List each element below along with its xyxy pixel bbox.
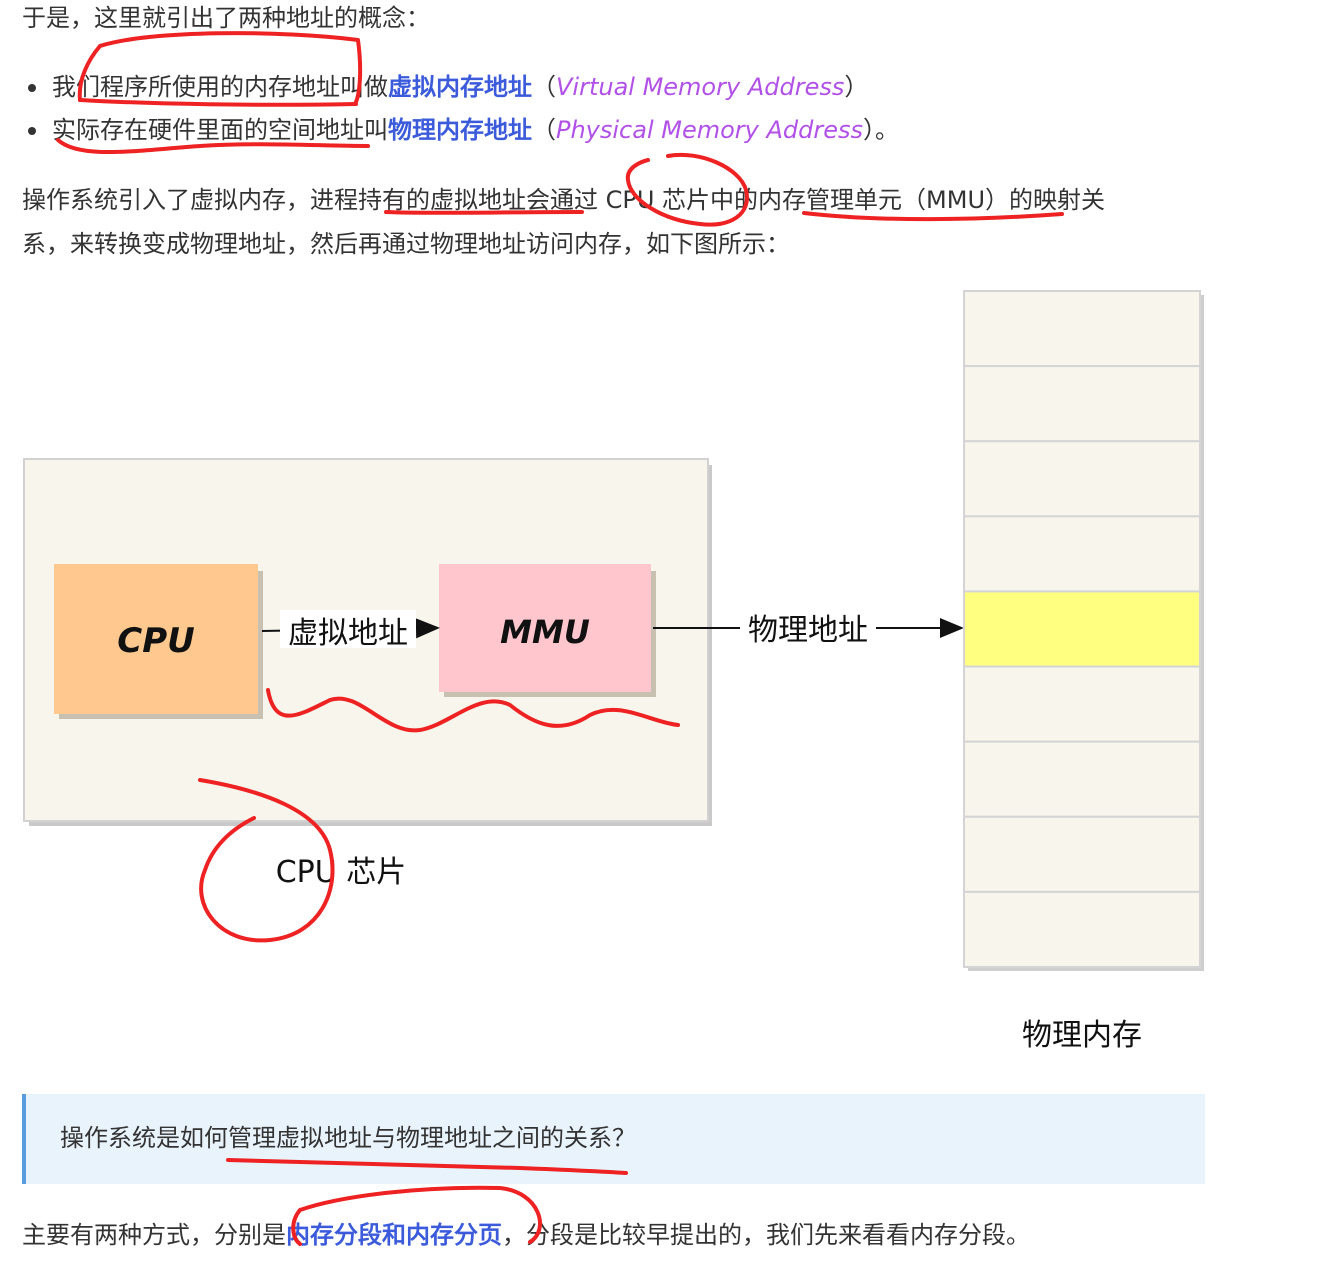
memory-cell [963,665,1201,743]
memory-cell [963,440,1201,518]
virtual-address-label: 虚拟地址 [288,616,408,651]
virtual-memory-address-en: Virtual Memory Address [556,73,845,101]
physical-memory-address-en: Physical Memory Address [556,116,864,144]
paren-close: ）。 [863,116,900,144]
physical-address-label-bg [740,608,876,648]
paren-open: （ [532,116,556,144]
question-blockquote: 操作系统是如何管理虚拟地址与物理地址之间的关系？ [22,1094,1205,1184]
closing-text-post: ，分段是比较早提出的，我们先来看看内存分段。 [502,1221,1030,1249]
memory-cell [963,740,1201,818]
paren-open: （ [532,73,556,101]
mmu-box [439,564,651,692]
cpu-box [54,564,258,714]
intro-paragraph: 于是，这里就引出了两种地址的概念： [22,4,430,32]
memory-cell [963,515,1201,593]
virtual-memory-address-term: 虚拟内存地址 [388,73,532,101]
closing-text-pre: 主要有两种方式，分别是 [22,1221,286,1249]
cpu-label: CPU [117,621,194,661]
bullet-text: 实际存在硬件里面的空间地址叫 [52,116,388,144]
memory-cell [963,290,1201,368]
paren-close: ） [844,73,869,101]
mmu-paragraph-line-2: 系，来转换变成物理地址，然后再通过物理地址访问内存，如下图所示： [22,230,790,258]
list-item: 我们程序所使用的内存地址叫做虚拟内存地址（Virtual Memory Addr… [22,66,899,109]
address-translation-diagram: CPU MMU 虚拟地址 物理地址 CPU 芯片 物理内存 [23,290,1204,1053]
bullet-text: 我们程序所使用的内存地址叫做 [52,73,388,101]
mmu-label: MMU [500,613,590,651]
memory-cell [963,890,1201,969]
address-concept-list: 我们程序所使用的内存地址叫做虚拟内存地址（Virtual Memory Addr… [22,66,899,152]
physical-address-label: 物理地址 [748,613,868,648]
memory-cell [963,815,1201,893]
list-item: 实际存在硬件里面的空间地址叫物理内存地址（Physical Memory Add… [22,109,899,152]
mmu-paragraph-line-1: 操作系统引入了虚拟内存，进程持有的虚拟地址会通过 CPU 芯片中的内存管理单元（… [22,186,1106,214]
physical-memory-caption: 物理内存 [1022,1018,1142,1053]
physical-memory-address-term: 物理内存地址 [388,116,532,144]
virtual-address-label-bg [280,610,416,648]
physical-memory-column [963,290,1204,971]
quote-text: 操作系统是如何管理虚拟地址与物理地址之间的关系？ [60,1124,636,1152]
memory-cell [963,365,1201,443]
cpu-chip-caption: CPU 芯片 [276,855,407,890]
closing-paragraph: 主要有两种方式，分别是内存分段和内存分页，分段是比较早提出的，我们先来看看内存分… [22,1213,1030,1257]
segmentation-paging-term: 内存分段和内存分页 [286,1221,502,1249]
memory-cell-highlighted [963,590,1201,668]
